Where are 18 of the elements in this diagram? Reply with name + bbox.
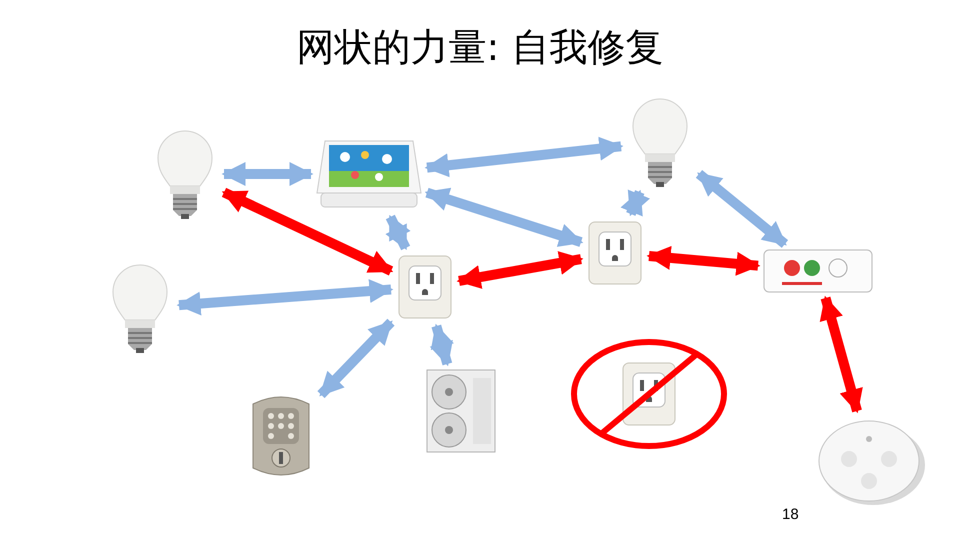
- double-arrow: [317, 318, 395, 398]
- double-arrow: [646, 246, 760, 276]
- crossed-out-plug-drawing: [570, 338, 728, 450]
- double-arrow: [696, 170, 788, 248]
- air-conditioner-drawing: [425, 368, 497, 454]
- double-arrow: [222, 162, 314, 186]
- page-number: 18: [782, 506, 799, 523]
- double-arrow: [222, 188, 394, 276]
- slide-title: 网状的力量: 自我修复: [296, 24, 664, 71]
- double-arrow: [385, 214, 411, 250]
- double-arrow: [620, 189, 650, 217]
- thermostat-drawing: [762, 248, 874, 294]
- double-arrow: [424, 136, 624, 178]
- double-arrow: [430, 324, 454, 366]
- double-arrow: [456, 251, 584, 289]
- double-arrow: [820, 296, 863, 414]
- double-arrow: [424, 188, 584, 247]
- double-arrow: [176, 279, 394, 316]
